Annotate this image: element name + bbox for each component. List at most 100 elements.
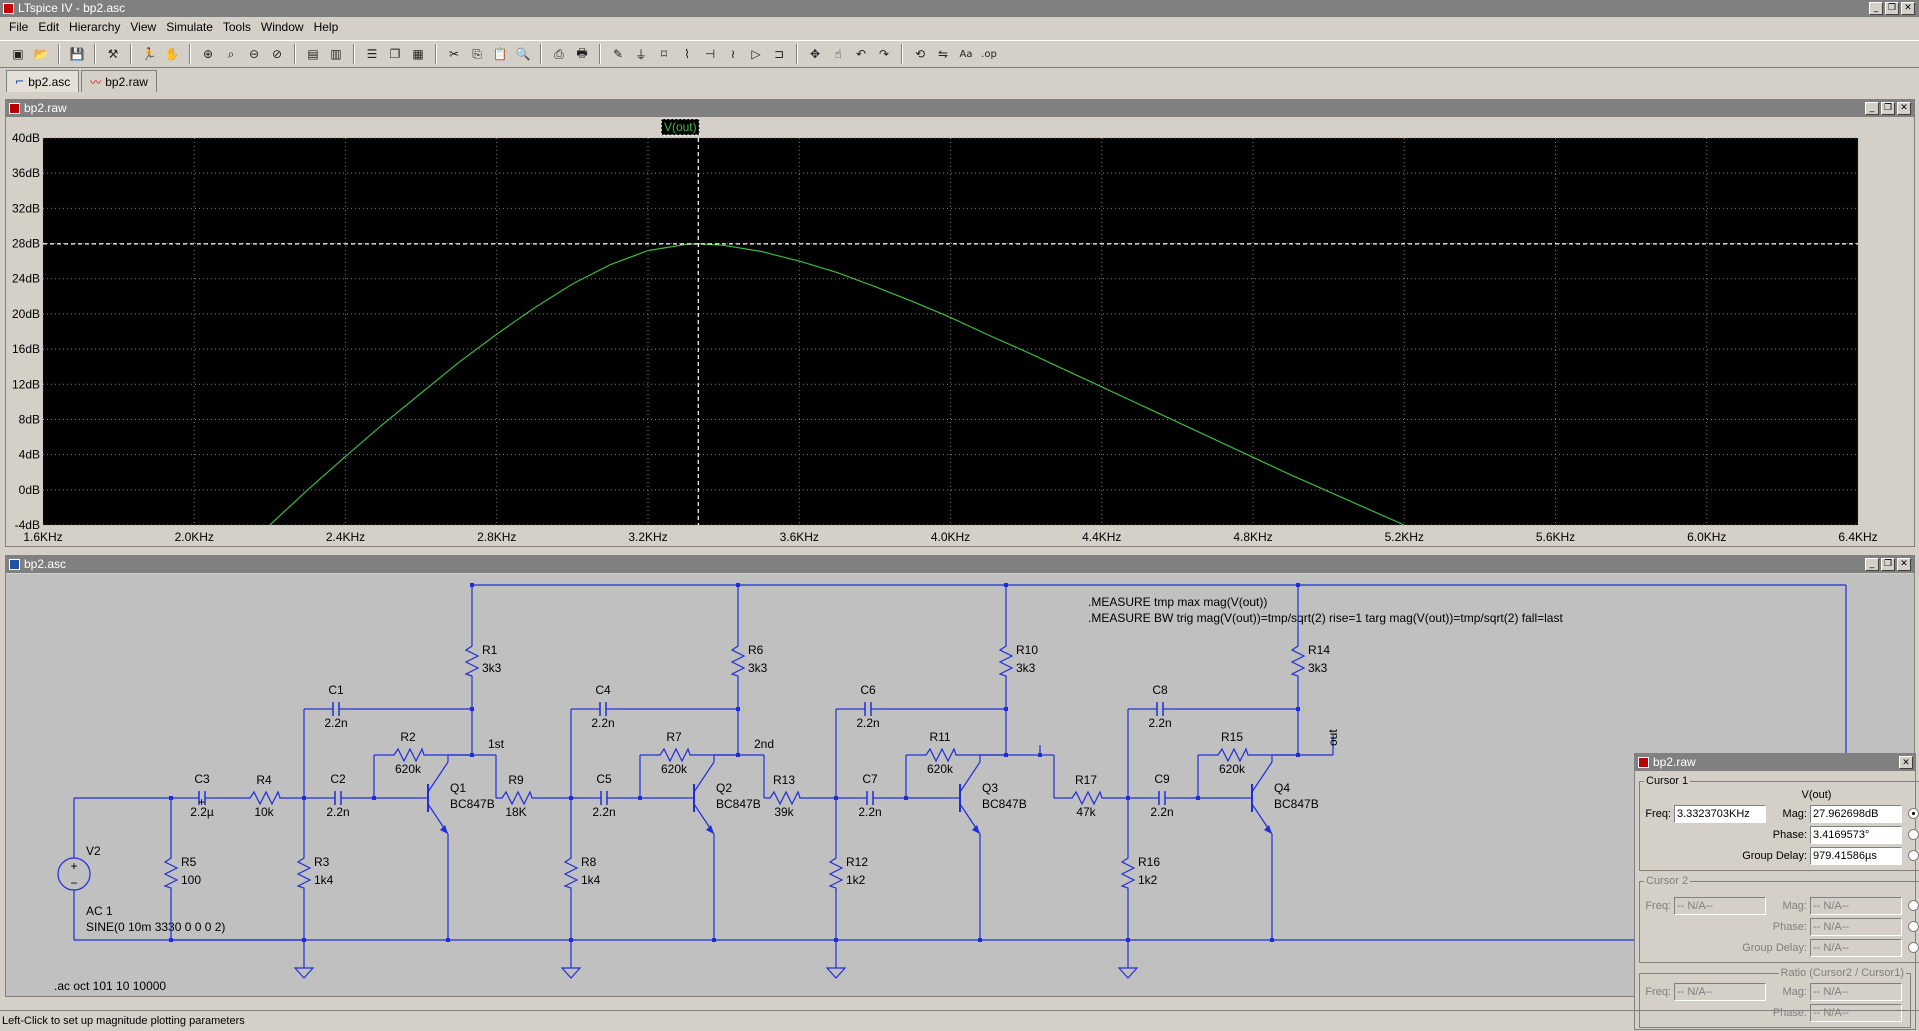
x-tick-label: 4.8KHz xyxy=(1233,530,1272,544)
cursor1-mag-radio[interactable] xyxy=(1908,808,1919,819)
cursor1-phase-radio[interactable] xyxy=(1908,829,1919,840)
component-value: 2.2n xyxy=(858,805,881,819)
menu-hierarchy[interactable]: Hierarchy xyxy=(69,20,121,34)
component-button[interactable]: ⊐ xyxy=(769,44,789,64)
cursor1-gd-radio[interactable] xyxy=(1908,850,1919,861)
draw-wire-button[interactable]: ✎ xyxy=(608,44,628,64)
x-tick-label: 4.4KHz xyxy=(1082,530,1121,544)
component-ref: C7 xyxy=(862,772,878,786)
tile-vertical-button[interactable]: ▦ xyxy=(408,44,428,64)
mirror-button[interactable]: ⇋ xyxy=(933,44,953,64)
text-button[interactable]: Aa xyxy=(956,44,976,64)
wire xyxy=(427,761,449,793)
save-icon: 💾 xyxy=(69,47,85,61)
autorange-button[interactable]: ▥ xyxy=(326,44,346,64)
zoom-full-icon: ⌕ xyxy=(227,46,235,61)
menu-edit[interactable]: Edit xyxy=(38,20,60,34)
menu-file[interactable]: File xyxy=(9,20,29,34)
cascade-button[interactable]: ❐ xyxy=(385,44,405,64)
cursor-panel: bp2.raw ✕ Cursor 1 V(out) Freq: 3.332370… xyxy=(1634,753,1919,1030)
ground-button[interactable]: ⏚ xyxy=(631,44,651,64)
diode-icon: ▷ xyxy=(751,47,761,61)
tab-bp2-asc[interactable]: ⌐ bp2.asc xyxy=(6,70,80,92)
run-button[interactable]: 🏃 xyxy=(139,44,159,64)
x-tick-label: 5.2KHz xyxy=(1385,530,1424,544)
redo-button[interactable]: ↷ xyxy=(874,44,894,64)
schematic-close-button[interactable]: ✕ xyxy=(1897,558,1911,571)
autoscale-button[interactable]: ▤ xyxy=(303,44,323,64)
paste-button[interactable]: 📋 xyxy=(490,44,510,64)
source-sine: SINE(0 10m 3330 0 0 0 2) xyxy=(86,920,225,934)
copy-button[interactable]: ⎘ xyxy=(467,44,487,64)
cursor2-gd-radio[interactable] xyxy=(1908,942,1919,953)
menu-help[interactable]: Help xyxy=(313,20,339,34)
waveform-icon: 〰 xyxy=(90,75,102,89)
plot-minimize-button[interactable]: _ xyxy=(1865,102,1879,115)
schematic-minimize-button[interactable]: _ xyxy=(1865,558,1879,571)
new-schematic-button[interactable]: ▣ xyxy=(8,44,28,64)
tile-horizontal-button[interactable]: ☰ xyxy=(362,44,382,64)
resistor-button[interactable]: ⌇ xyxy=(677,44,697,64)
spice-directive-icon: .op xyxy=(981,48,997,60)
find-button[interactable]: 🔍 xyxy=(513,44,533,64)
diode-button[interactable]: ▷ xyxy=(746,44,766,64)
cursor1-group-delay-field[interactable]: 979.41586µs xyxy=(1810,846,1902,865)
cursor1-freq-field[interactable]: 3.3323703KHz xyxy=(1674,804,1766,823)
label-net-button[interactable]: ⌑ xyxy=(654,44,674,64)
schematic-restore-button[interactable]: ❐ xyxy=(1881,558,1895,571)
capacitor-button[interactable]: ⊣ xyxy=(700,44,720,64)
control-panel-button[interactable]: ⚒ xyxy=(103,44,123,64)
toolbar-separator xyxy=(189,44,191,64)
zoom-in-button[interactable]: ⊕ xyxy=(198,44,218,64)
mirror-icon: ⇋ xyxy=(937,47,949,61)
net-label-2nd: 2nd xyxy=(754,737,774,751)
spice-directive-button[interactable]: .op xyxy=(979,44,999,64)
x-tick-label: 4.0KHz xyxy=(931,530,970,544)
rotate-button[interactable]: ⟲ xyxy=(910,44,930,64)
zoom-cancel-button[interactable]: ⊘ xyxy=(267,44,287,64)
halt-button[interactable]: ✋ xyxy=(162,44,182,64)
toolbar-separator xyxy=(130,44,132,64)
cursor-panel-close-button[interactable]: ✕ xyxy=(1899,756,1913,769)
component-ref: C2 xyxy=(330,772,346,786)
junction xyxy=(1296,583,1300,587)
component-value: 39k xyxy=(774,805,794,819)
cursor-panel-title: bp2.raw xyxy=(1653,755,1696,769)
inductor-button[interactable]: ≀ xyxy=(723,44,743,64)
drag-button[interactable]: ☝ xyxy=(828,44,848,64)
menu-window[interactable]: Window xyxy=(260,20,304,34)
menu-view[interactable]: View xyxy=(130,20,157,34)
open-icon: 📂 xyxy=(33,47,49,61)
restore-button[interactable]: ❐ xyxy=(1885,2,1899,15)
cursor2-mag-radio[interactable] xyxy=(1908,900,1919,911)
plot-close-button[interactable]: ✕ xyxy=(1897,102,1911,115)
waveform-window-titlebar: bp2.raw _ ❐ ✕ xyxy=(6,100,1914,117)
cursor2-phase-radio[interactable] xyxy=(1908,921,1919,932)
move-button[interactable]: ✥ xyxy=(805,44,825,64)
mag-label: Mag: xyxy=(1782,985,1807,998)
component-ref: R12 xyxy=(846,855,868,869)
freq-label: Freq: xyxy=(1645,985,1671,998)
close-button[interactable]: ✕ xyxy=(1901,2,1915,15)
minimize-button[interactable]: _ xyxy=(1869,2,1883,15)
undo-button[interactable]: ↶ xyxy=(851,44,871,64)
cut-button[interactable]: ✂ xyxy=(444,44,464,64)
menu-tools[interactable]: Tools xyxy=(222,20,251,34)
resistor-R8 xyxy=(563,852,579,892)
print-icon: 🖶 xyxy=(576,45,588,60)
plot-restore-button[interactable]: ❐ xyxy=(1881,102,1895,115)
save-button[interactable]: 💾 xyxy=(67,44,87,64)
cursor1-phase-field[interactable]: 3.4169573° xyxy=(1810,825,1902,844)
schematic-canvas[interactable]: .MEASURE tmp max mag(V(out)).MEASURE BW … xyxy=(6,574,1914,996)
cursor1-mag-field[interactable]: 27.962698dB xyxy=(1810,804,1902,823)
print-button[interactable]: 🖶 xyxy=(572,44,592,64)
zoom-out-button[interactable]: ⊖ xyxy=(244,44,264,64)
zoom-full-button[interactable]: ⌕ xyxy=(221,44,241,64)
print-setup-button[interactable]: ⎙ xyxy=(549,44,569,64)
tab-label: bp2.raw xyxy=(105,74,148,89)
tab-bp2-raw[interactable]: 〰 bp2.raw xyxy=(81,70,157,92)
menu-simulate[interactable]: Simulate xyxy=(166,20,213,34)
component-ref: R14 xyxy=(1308,643,1330,657)
open-button[interactable]: 📂 xyxy=(31,44,51,64)
